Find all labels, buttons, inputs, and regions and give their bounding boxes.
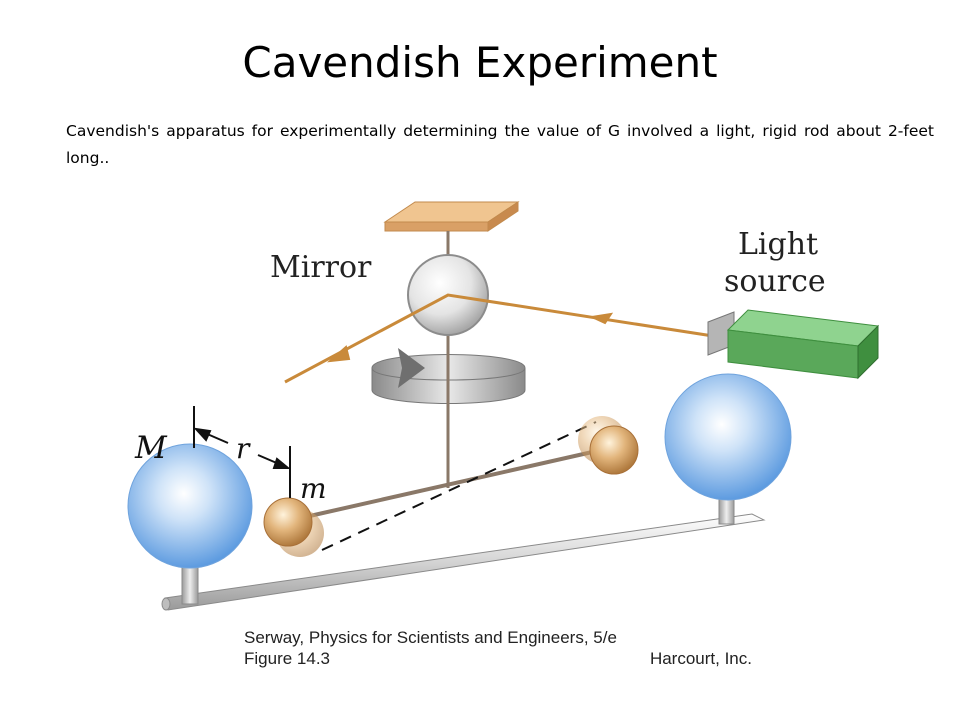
support-frame bbox=[161, 477, 766, 611]
small-sphere-right bbox=[578, 416, 639, 475]
beam-arrowhead-incoming bbox=[588, 312, 614, 325]
small-sphere-left bbox=[263, 497, 324, 557]
ceiling-mount bbox=[383, 201, 520, 232]
distance-r-indicator bbox=[193, 406, 291, 498]
light-source-label-line2: source bbox=[724, 264, 826, 299]
distance-label: r bbox=[236, 432, 251, 465]
figure-credit-figure-number: Figure 14.3 bbox=[244, 649, 330, 668]
light-source-label-line1: Light bbox=[738, 227, 818, 262]
beam-arrowhead-outgoing bbox=[326, 345, 351, 363]
large-sphere-right bbox=[664, 373, 792, 501]
mirror-label: Mirror bbox=[270, 250, 372, 285]
torsion-rod bbox=[291, 446, 611, 522]
slide-body-text: Cavendish's apparatus for experimentally… bbox=[66, 122, 934, 167]
figure-credit-publisher: Harcourt, Inc. bbox=[650, 649, 752, 668]
slide-title: Cavendish Experiment bbox=[242, 38, 718, 87]
big-mass-label: M bbox=[134, 430, 168, 466]
large-sphere-left bbox=[127, 443, 253, 569]
small-mass-label: m bbox=[300, 472, 327, 505]
light-source-box bbox=[707, 309, 880, 380]
equilibrium-position-dashed bbox=[321, 421, 597, 551]
figure-credit-line1: Serway, Physics for Scientists and Engin… bbox=[244, 628, 617, 647]
